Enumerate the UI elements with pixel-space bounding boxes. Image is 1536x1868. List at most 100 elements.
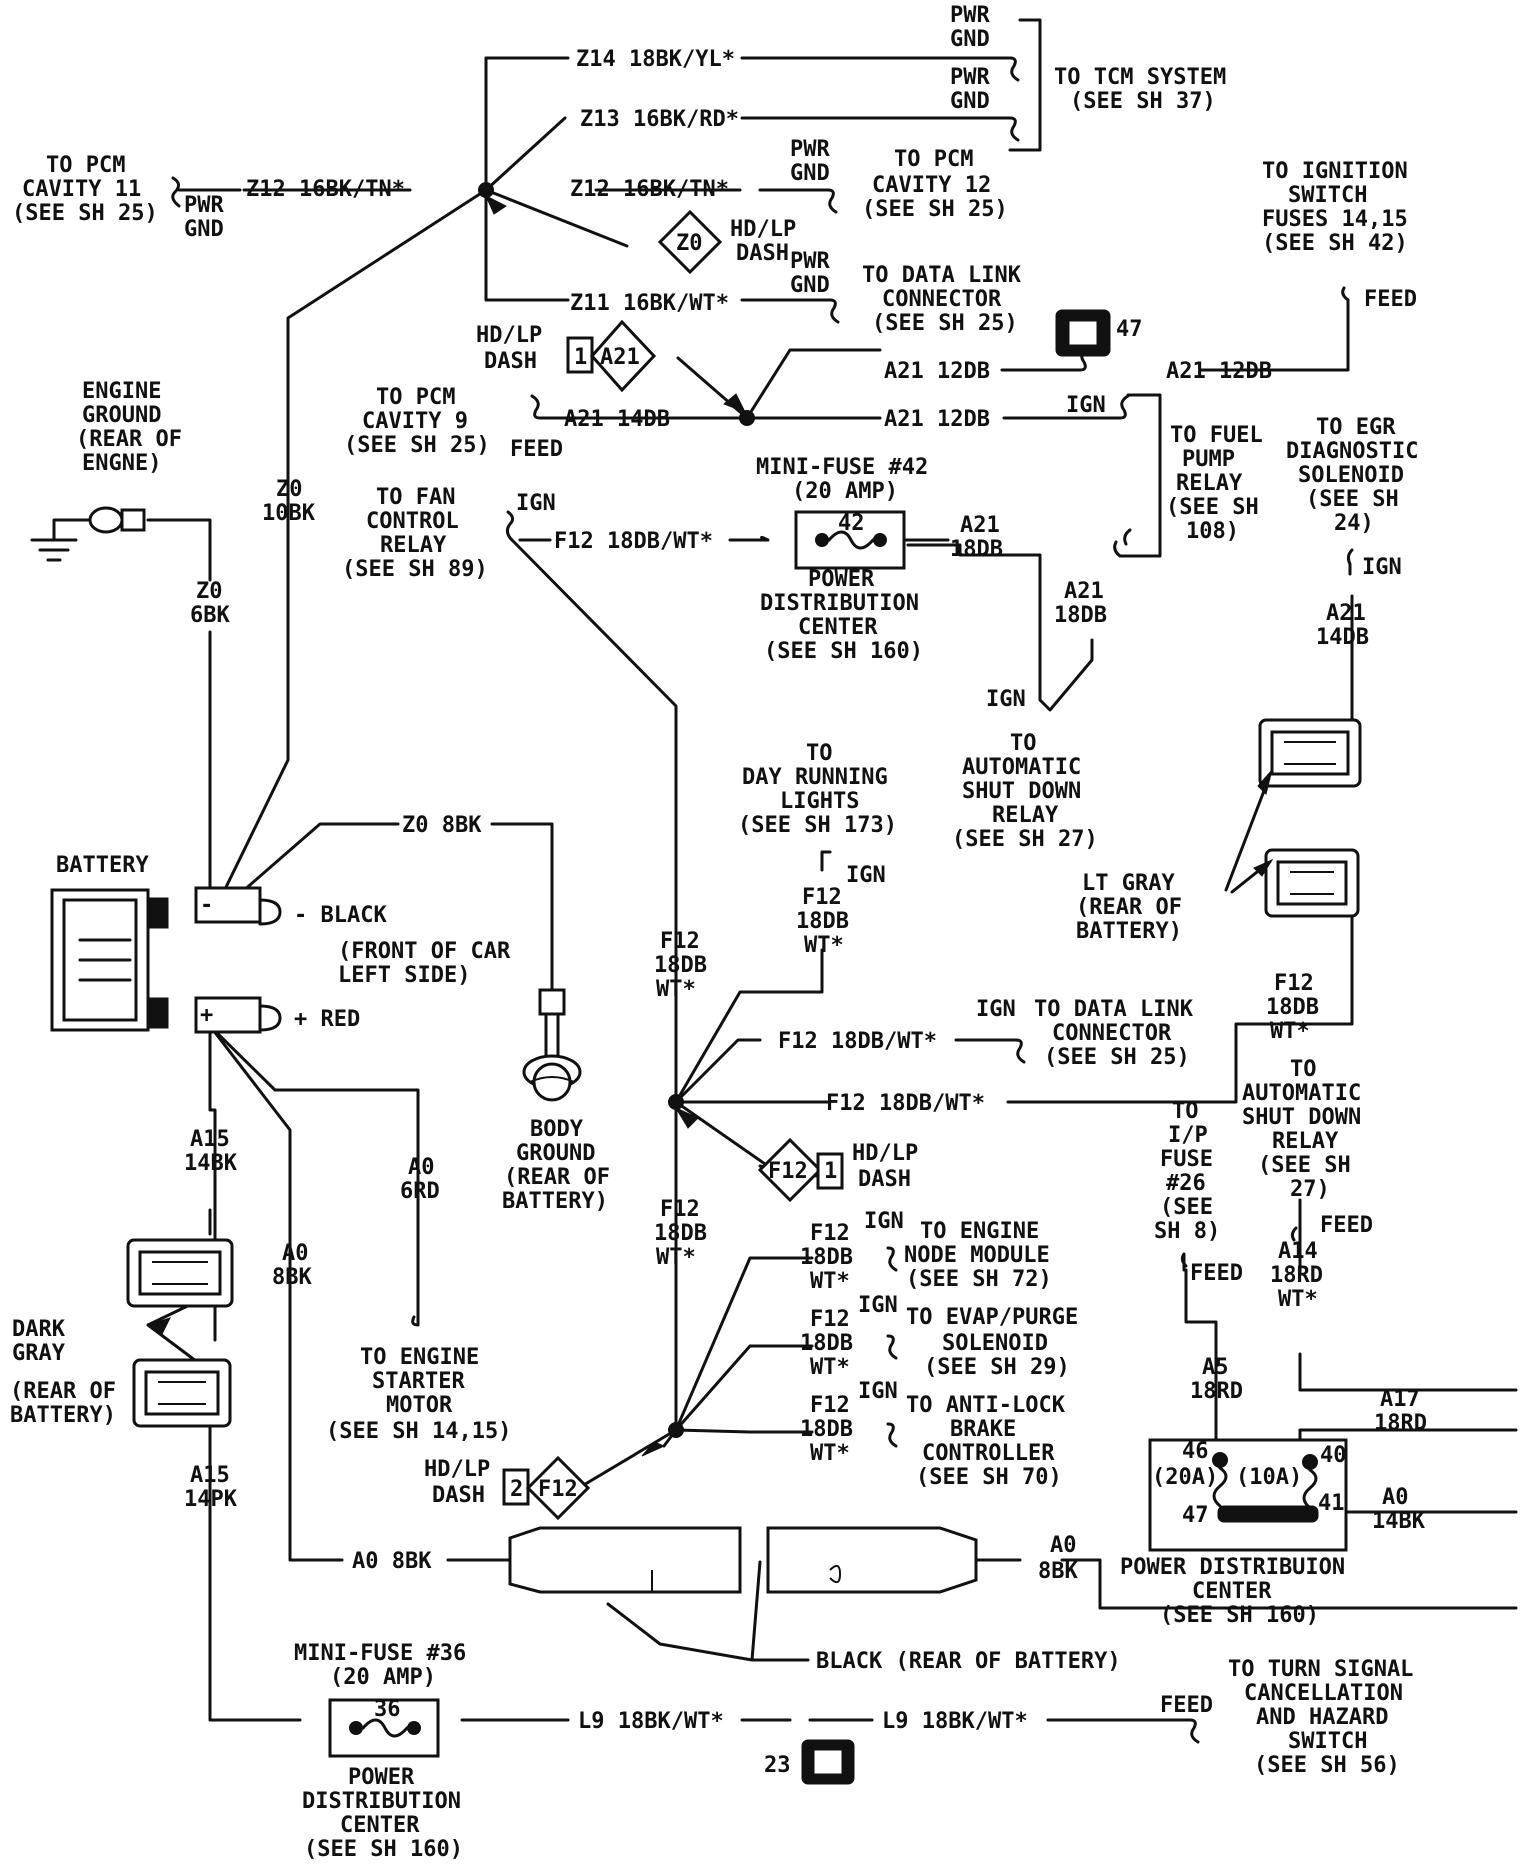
label-a21-18db-1b: 18DB bbox=[950, 537, 1003, 562]
label-pcm11-2: CAVITY 11 bbox=[22, 177, 141, 202]
label-f12-diamond-2: F12 bbox=[538, 1477, 578, 1502]
arrows bbox=[146, 194, 1274, 1457]
label-pos: + bbox=[200, 1003, 213, 1028]
label-f12-long: F12 18DB/WT* bbox=[826, 1091, 985, 1116]
label-drl-1: TO bbox=[806, 741, 833, 766]
label-abs-3: CONTROLLER bbox=[922, 1441, 1055, 1466]
label-hdlp-f12b-2: DASH bbox=[432, 1483, 485, 1508]
label-asd1-3: SHUT DOWN bbox=[962, 779, 1081, 804]
splice-f12-upper bbox=[668, 1094, 684, 1110]
labels: PWR GND PWR GND Z14 18BK/YL* Z13 16BK/RD… bbox=[10, 3, 1427, 1862]
label-a14-b: 18RD bbox=[1270, 1263, 1323, 1288]
label-asd1-1: TO bbox=[1010, 731, 1037, 756]
label-pdc3-2: DISTRIBUTION bbox=[302, 1789, 461, 1814]
label-mf36-1: MINI-FUSE #36 bbox=[294, 1641, 466, 1666]
label-pdc3-3: CENTER bbox=[340, 1813, 420, 1838]
splice-a21 bbox=[739, 410, 755, 426]
label-drl-2: DAY RUNNING bbox=[742, 765, 888, 790]
label-z14: Z14 18BK/YL* bbox=[576, 47, 735, 72]
label-f12-abs-b: 18DB bbox=[800, 1417, 853, 1442]
label-starter-4: (SEE SH 14,15) bbox=[326, 1419, 511, 1444]
label-egr-3: SOLENOID bbox=[1298, 463, 1404, 488]
label-z0-10bk-a: Z0 bbox=[276, 477, 303, 502]
label-pwr-4a: PWR bbox=[790, 137, 830, 162]
label-a0-6rd-a: A0 bbox=[408, 1155, 435, 1180]
label-drl-3: LIGHTS bbox=[780, 789, 859, 814]
label-a17-a: A17 bbox=[1380, 1387, 1420, 1412]
label-a15-14bk-b: 14BK bbox=[184, 1151, 238, 1176]
label-f12-evap-c: WT* bbox=[810, 1355, 850, 1380]
splice-z-ground bbox=[478, 182, 494, 198]
label-dlc2-2: CONNECTOR bbox=[1052, 1021, 1172, 1046]
connector-dark-gray-bottom bbox=[132, 1358, 232, 1428]
label-ign-dlc2: IGN bbox=[976, 997, 1016, 1022]
label-mf36-num: 36 bbox=[374, 1697, 401, 1722]
label-hdlp-f12b-1: HD/LP bbox=[424, 1457, 490, 1482]
label-f12-pin-1: 1 bbox=[824, 1159, 837, 1184]
label-asd1-2: AUTOMATIC bbox=[962, 755, 1081, 780]
label-tcm-2: (SEE SH 37) bbox=[1070, 89, 1216, 114]
label-a21-18db-2b: 18DB bbox=[1054, 603, 1107, 628]
label-to-ipfuse-1: TO bbox=[1172, 1099, 1199, 1124]
label-abs-2: BRAKE bbox=[950, 1417, 1016, 1442]
label-fuel-2: PUMP bbox=[1182, 447, 1235, 472]
label-feed-l9: FEED bbox=[1160, 1693, 1213, 1718]
label-pdc3-4: (SEE SH 160) bbox=[304, 1837, 463, 1862]
label-a17-b: 18RD bbox=[1374, 1411, 1427, 1436]
label-z0-10bk-b: 10BK bbox=[262, 501, 316, 526]
label-asd2-4: RELAY bbox=[1272, 1129, 1339, 1154]
label-a0-14bk-b: 14BK bbox=[1372, 1509, 1426, 1534]
label-a0-8bk-r-b: 8BK bbox=[1038, 1559, 1078, 1584]
label-pdc2-1: POWER DISTRIBUION bbox=[1120, 1555, 1345, 1580]
label-enm-3: (SEE SH 72) bbox=[906, 1267, 1052, 1292]
label-dlc1-1: TO DATA LINK bbox=[862, 263, 1022, 288]
label-z12-left: Z12 16BK/TN* bbox=[246, 177, 405, 202]
label-feed-2: FEED bbox=[510, 437, 563, 462]
label-a21-12db-1: A21 12DB bbox=[884, 359, 990, 384]
label-black-rear: BLACK (REAR OF BATTERY) bbox=[816, 1649, 1121, 1674]
label-a0-14bk-a: A0 bbox=[1382, 1485, 1409, 1510]
label-to-ipfuse-4: #26 bbox=[1166, 1171, 1206, 1196]
label-z13: Z13 16BK/RD* bbox=[580, 107, 739, 132]
label-a21-pin: 1 bbox=[574, 345, 587, 370]
label-a21-14db-b: 14DB bbox=[1316, 625, 1369, 650]
label-pdc2-2: CENTER bbox=[1192, 1579, 1272, 1604]
label-front-2: LEFT SIDE) bbox=[338, 963, 470, 988]
label-f12-right-a: F12 bbox=[1274, 971, 1314, 996]
label-pdc2-20a: (20A) bbox=[1152, 1465, 1218, 1490]
diamond-f12-1 bbox=[757, 1137, 844, 1203]
label-conn23: 23 bbox=[764, 1753, 791, 1778]
label-conn47: 47 bbox=[1116, 317, 1143, 342]
label-f12-enm-a: F12 bbox=[810, 1221, 850, 1246]
label-pcm12-1: TO PCM bbox=[894, 147, 973, 172]
label-to-ipfuse-3: FUSE bbox=[1160, 1147, 1213, 1172]
label-pdc1-4: (SEE SH 160) bbox=[764, 639, 923, 664]
diamond-f12-2 bbox=[502, 1455, 591, 1521]
label-pwr-5a: PWR bbox=[790, 249, 830, 274]
label-ign-sw-3: FUSES 14,15 bbox=[1262, 207, 1408, 232]
label-ign-enm: IGN bbox=[864, 1209, 904, 1234]
label-starter-1: TO ENGINE bbox=[360, 1345, 479, 1370]
label-a14-c: WT* bbox=[1278, 1287, 1318, 1312]
label-evap-1: TO EVAP/PURGE bbox=[906, 1305, 1078, 1330]
label-f12-main2-a: F12 bbox=[660, 1197, 700, 1222]
label-drl-4: (SEE SH 173) bbox=[738, 813, 897, 838]
label-a21-18db-1a: A21 bbox=[960, 513, 1000, 538]
label-enm-2: NODE MODULE bbox=[904, 1243, 1050, 1268]
label-z11: Z11 16BK/WT* bbox=[570, 291, 729, 316]
label-dlc1-3: (SEE SH 25) bbox=[872, 311, 1018, 336]
label-f12-drl-b: 18DB bbox=[796, 909, 849, 934]
label-a21-14db-a: A21 bbox=[1326, 601, 1366, 626]
label-asd2-5: (SEE SH bbox=[1258, 1153, 1351, 1178]
label-pdc1-2: DISTRIBUTION bbox=[760, 591, 919, 616]
label-egr-4: (SEE SH bbox=[1306, 487, 1399, 512]
label-ltgray-3: BATTERY) bbox=[1076, 919, 1182, 944]
connector-dark-gray-top bbox=[126, 1238, 234, 1308]
mini-fuse-42 bbox=[794, 510, 906, 570]
label-pcm9-1: TO PCM bbox=[376, 385, 455, 410]
label-ign-asd: IGN bbox=[986, 687, 1026, 712]
label-pcm11-3: (SEE SH 25) bbox=[12, 201, 158, 226]
diamond-a21 bbox=[566, 319, 657, 393]
label-pdc2-3: (SEE SH 160) bbox=[1160, 1603, 1319, 1628]
label-feed-ip: FEED bbox=[1190, 1261, 1243, 1286]
